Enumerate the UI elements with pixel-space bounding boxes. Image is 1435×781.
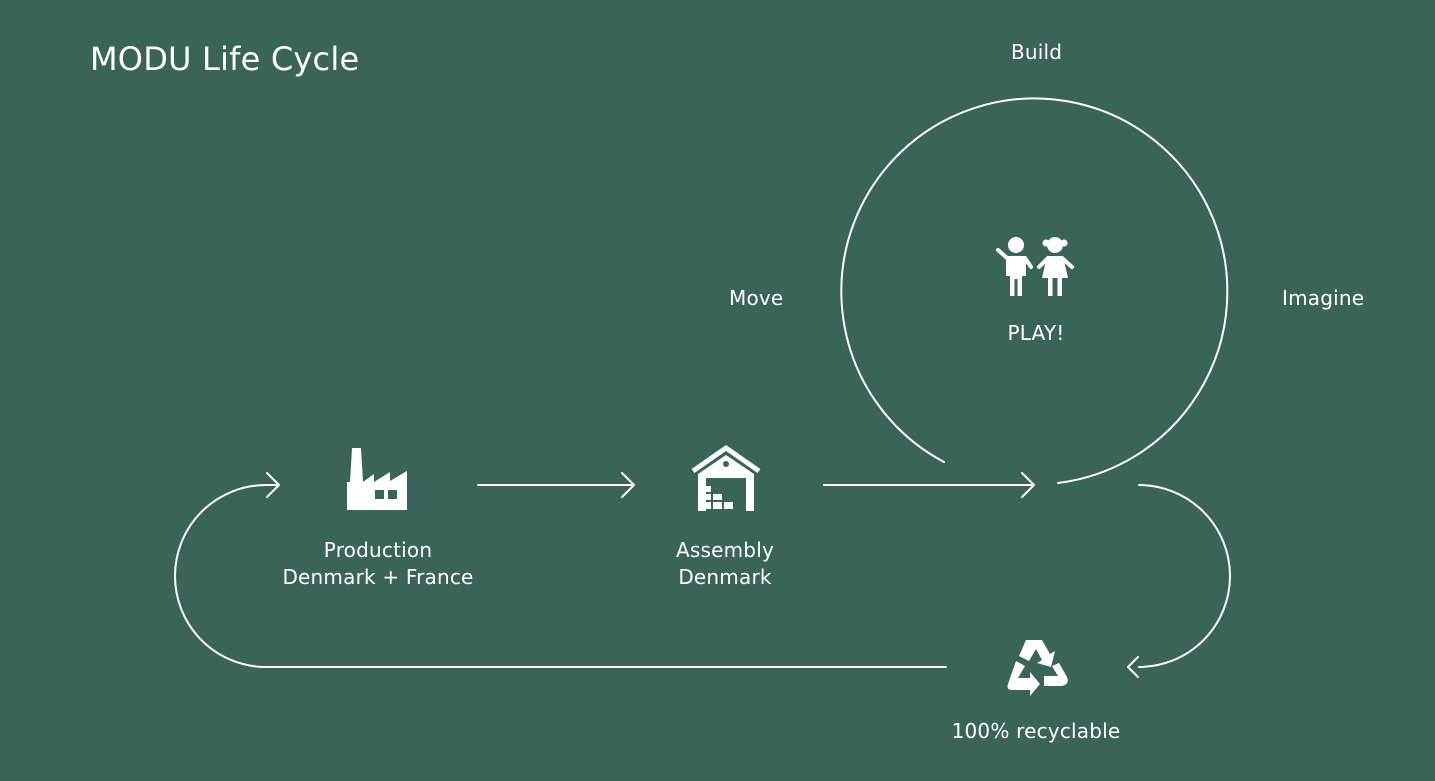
connector-recycle-production <box>174 484 947 668</box>
arrowhead-to-assembly <box>621 472 635 498</box>
production-label: Production Denmark + France <box>282 537 473 591</box>
children-icon <box>994 236 1078 298</box>
connector-play-recycle <box>1138 484 1231 668</box>
assembly-label: Assembly Denmark <box>676 537 774 591</box>
play-cycle-loop <box>840 97 1229 484</box>
recycle-icon <box>1004 636 1070 698</box>
recycle-label: 100% recyclable <box>951 719 1121 743</box>
assembly-location: Denmark <box>678 565 772 589</box>
play-cycle-imagine: Imagine <box>1282 286 1365 310</box>
page-title: MODU Life Cycle <box>90 40 360 78</box>
assembly-title: Assembly <box>676 538 774 562</box>
factory-icon <box>346 446 408 512</box>
production-title: Production <box>323 538 433 562</box>
arrowhead-to-recycle <box>1127 656 1139 678</box>
warehouse-icon <box>690 444 762 512</box>
play-cycle-move: Move <box>729 286 784 310</box>
arrowhead-to-play <box>1021 472 1035 498</box>
production-location: Denmark + France <box>282 565 474 589</box>
play-label: PLAY! <box>1007 321 1065 345</box>
arrowhead-to-production <box>266 472 280 498</box>
play-cycle-build: Build <box>1011 40 1063 64</box>
